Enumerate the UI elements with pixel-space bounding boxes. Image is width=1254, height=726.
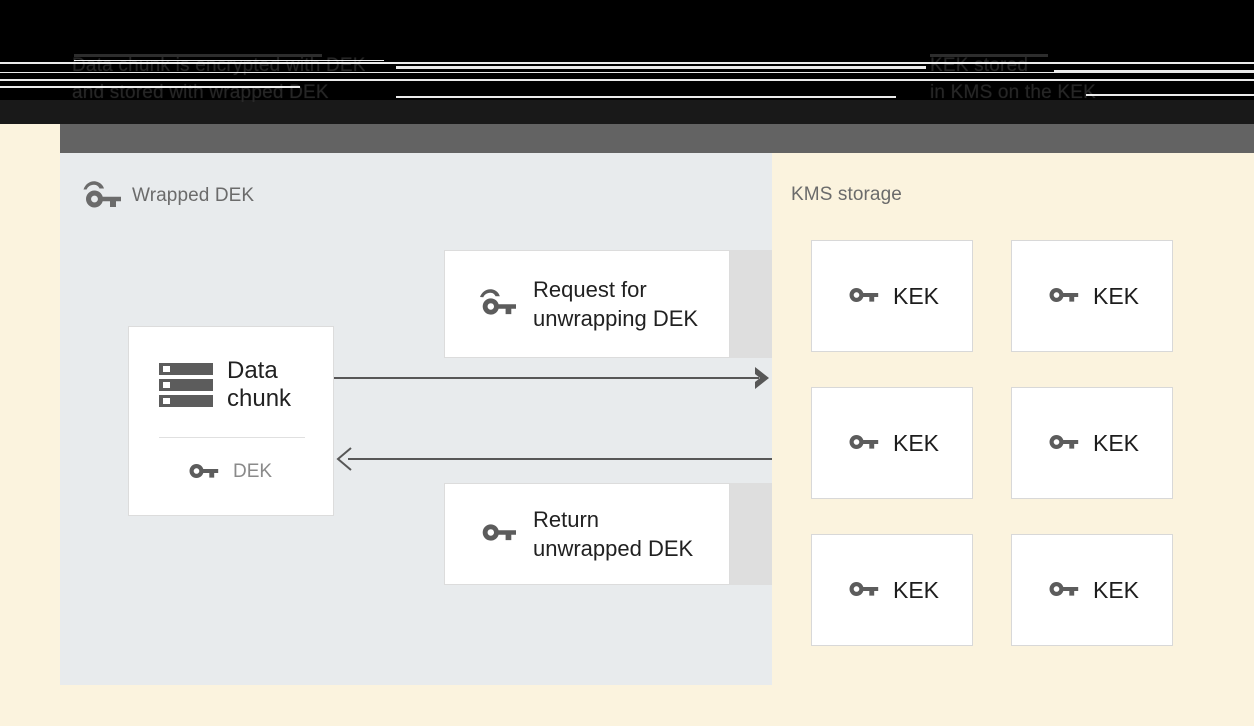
kek-label: KEK [1092, 282, 1140, 309]
key-icon [1045, 577, 1079, 603]
key-icon [1045, 283, 1079, 309]
glitch-streak [1054, 70, 1254, 72]
glitch-streak [74, 60, 384, 61]
kek-label: KEK [1092, 576, 1140, 603]
glitch-streak [0, 79, 1254, 81]
key-icon [185, 459, 219, 485]
kek-box[interactable]: KEK [1011, 387, 1173, 499]
request-card-shadow [730, 250, 772, 358]
request-unwrapping-card[interactable]: Request for unwrapping DEK [444, 250, 730, 358]
return-unwrapped-card[interactable]: Return unwrapped DEK [444, 483, 730, 585]
kek-box[interactable]: KEK [811, 387, 973, 499]
glitch-streak [0, 72, 1254, 73]
glitch-streak [0, 86, 300, 88]
kek-label: KEK [1092, 429, 1140, 456]
request-card-label: Request for unwrapping DEK [533, 277, 699, 331]
outbound-arrow-line [334, 377, 759, 379]
glitch-streak [930, 54, 1048, 57]
glitch-streak [1086, 94, 1254, 96]
key-icon [845, 283, 879, 309]
caption-band: Data chunk is encrypted with DEK and sto… [0, 0, 1254, 124]
kms-storage-title: KMS storage [791, 184, 902, 205]
kek-grid: KEK KEK KEK KEK KEK KEK [811, 240, 1173, 646]
wrapped-key-icon [477, 288, 517, 320]
key-icon [845, 430, 879, 456]
glitch-streak [0, 100, 1254, 124]
kek-box[interactable]: KEK [811, 240, 973, 352]
arrow-left-icon [336, 447, 352, 471]
header-bar [60, 124, 1254, 153]
data-chunk-label: Data chunk [227, 357, 292, 412]
wrapped-key-icon [80, 180, 122, 210]
kek-box[interactable]: KEK [1011, 534, 1173, 646]
kek-label: KEK [892, 429, 940, 456]
return-card-shadow [730, 483, 772, 585]
key-icon [845, 577, 879, 603]
glitch-streak [74, 54, 322, 57]
data-chunk-card[interactable]: Data chunk DEK [128, 326, 334, 516]
caption-right-text: KEK stored in KMS on the KEK [930, 55, 1097, 103]
key-icon [477, 518, 517, 550]
arrow-right-icon [755, 366, 773, 390]
return-card-label: Return unwrapped DEK [533, 507, 694, 561]
kek-label: KEK [892, 576, 940, 603]
panel-title: Wrapped DEK [132, 185, 255, 206]
glitch-streak [0, 62, 1254, 64]
kek-box[interactable]: KEK [1011, 240, 1173, 352]
kek-box[interactable]: KEK [811, 534, 973, 646]
inbound-arrow-line [348, 458, 772, 460]
card-divider [159, 437, 305, 438]
storage-icon [159, 361, 213, 409]
key-icon [1045, 430, 1079, 456]
glitch-streak [396, 96, 896, 98]
glitch-streak [396, 66, 926, 69]
kek-label: KEK [892, 282, 940, 309]
dek-label: DEK [233, 461, 273, 482]
